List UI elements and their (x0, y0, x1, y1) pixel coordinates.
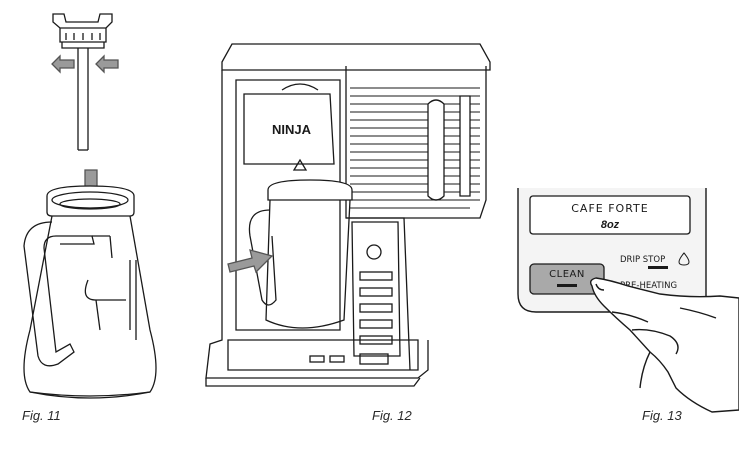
clean-indicator-light (557, 284, 577, 287)
caption-fig-13: Fig. 13 (642, 408, 683, 423)
figure-12: NINJA (205, 43, 491, 387)
figure-13: CAFE FORTE 8oz CLEAN DRIP STOP PRE-HEATI… (517, 188, 739, 413)
display-line-2: 8oz (601, 219, 620, 231)
pre-heating-label: PRE-HEATING (620, 281, 677, 291)
insert-carafe-arrow-icon (227, 249, 274, 274)
drip-stop-indicator-light (648, 266, 668, 269)
display-screen (529, 195, 691, 235)
drip-stop-drop-icon (678, 252, 690, 266)
clean-button-label: CLEAN (549, 269, 585, 280)
coffee-maker-body-icon: NINJA (205, 43, 491, 387)
drip-stop-label: DRIP STOP (620, 255, 665, 265)
figure-11 (23, 13, 157, 399)
carafe-icon (23, 185, 157, 399)
caption-fig-11: Fig. 11 (22, 408, 61, 423)
display-line-1: CAFE FORTE (571, 202, 648, 215)
brand-label: NINJA (272, 122, 312, 137)
lid-insert-icon (52, 13, 113, 151)
caption-fig-12: Fig. 12 (372, 408, 413, 423)
rotate-arrow-icons (51, 54, 119, 74)
finger-press-icon (589, 277, 739, 413)
